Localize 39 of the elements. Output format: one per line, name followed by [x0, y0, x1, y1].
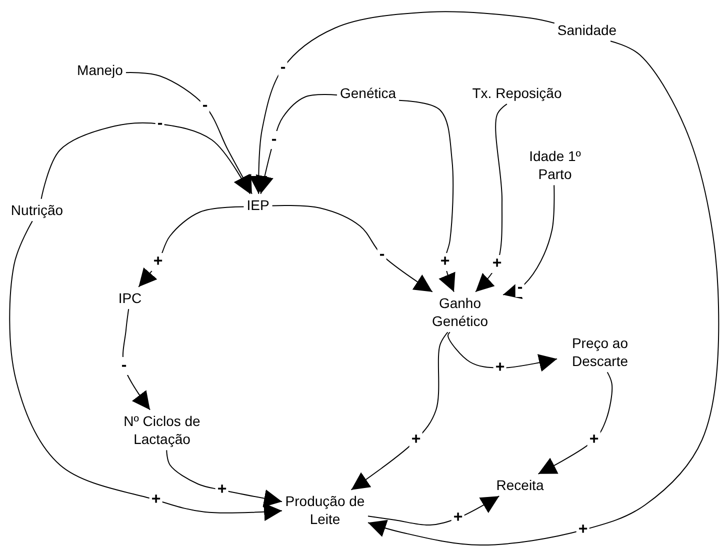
arrow — [368, 40, 720, 546]
variable-label: Manejo — [74, 58, 126, 82]
variable-label: IPC — [115, 286, 145, 310]
edge-label: + — [587, 431, 601, 449]
edge-label: - — [269, 131, 279, 149]
arrow — [122, 308, 151, 410]
edge-label: + — [490, 255, 504, 273]
variable-label: Produção de Leite — [282, 490, 368, 530]
variable-label: Receita — [493, 474, 547, 496]
variable-label: Tx. Reposição — [469, 82, 565, 104]
variable-label: Idade 1º Parto — [517, 144, 593, 186]
edge-label: - — [278, 59, 288, 77]
variable-label: Preço ao Descarte — [557, 332, 643, 372]
arrow — [249, 11, 555, 194]
edge-label: + — [438, 253, 452, 271]
edge-label: + — [151, 253, 165, 271]
variable-label: IEP — [244, 194, 272, 216]
arrow — [256, 94, 338, 194]
arrow — [448, 332, 558, 372]
arrow — [166, 450, 282, 508]
arrow — [125, 72, 252, 194]
variable-label: Ganho Genético — [417, 292, 503, 332]
arrow — [502, 184, 555, 299]
variable-label: Nutrição — [8, 198, 66, 222]
arrow — [368, 496, 500, 526]
arrow — [138, 206, 244, 288]
arrow — [398, 100, 456, 292]
variable-label: Nº Ciclos de Lactação — [103, 410, 221, 450]
arrow — [9, 220, 282, 521]
edge-label: - — [119, 357, 129, 375]
arrow — [40, 122, 251, 200]
edge-label: - — [515, 279, 525, 297]
edge-label: + — [409, 431, 423, 449]
arrow — [475, 104, 508, 292]
arrow — [272, 204, 433, 292]
arrow — [350, 332, 448, 490]
variable-label: Sanidade — [554, 18, 620, 42]
variable-label: Genética — [336, 82, 400, 104]
arrow — [538, 372, 613, 474]
